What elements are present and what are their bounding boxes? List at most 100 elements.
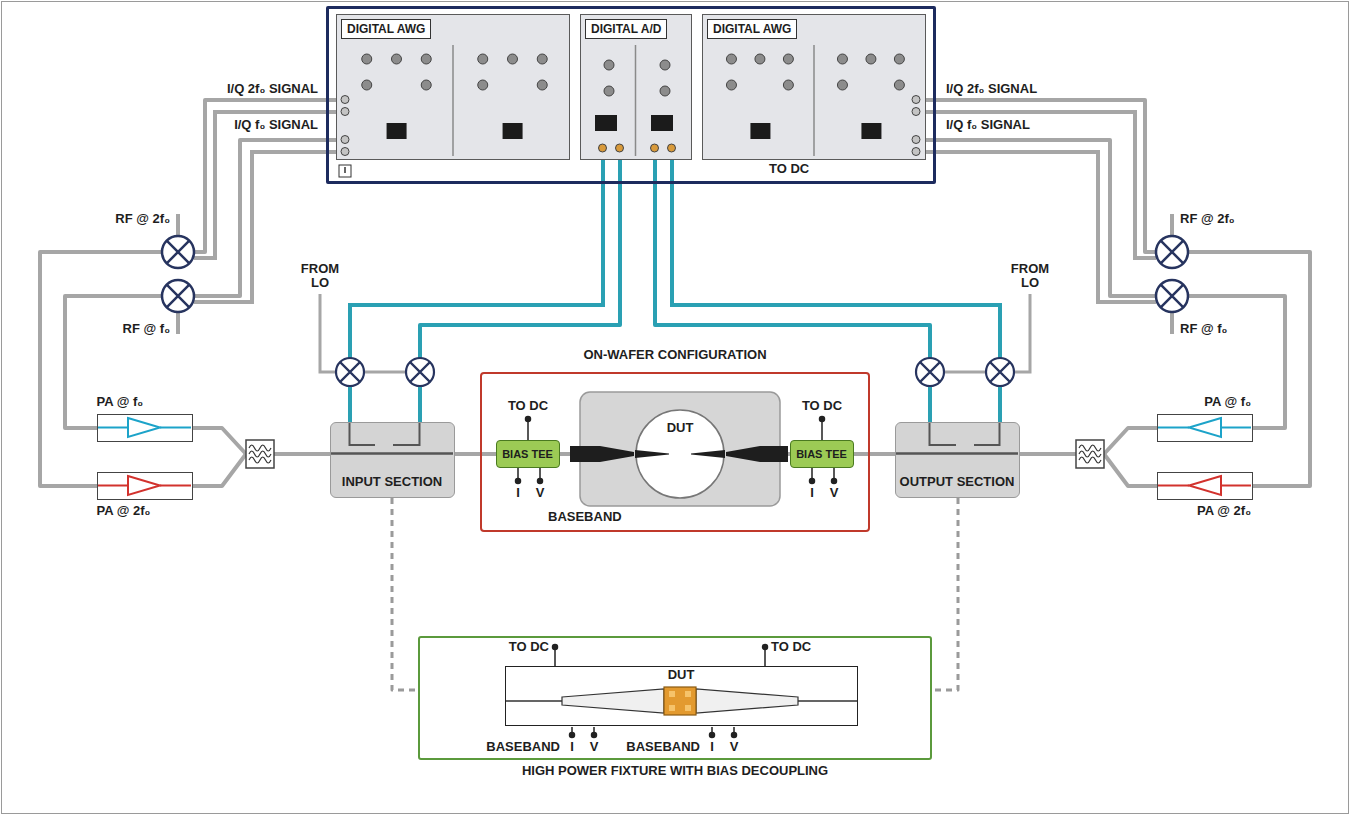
node-label: PA @ 2f₀ (97, 504, 151, 518)
rf-wire (854, 452, 895, 456)
front-panel (341, 108, 349, 116)
front-panel (726, 80, 736, 90)
fixture-board: DUT (505, 666, 858, 726)
front-panel (387, 123, 407, 139)
bias-tee: BIAS TEE (790, 440, 854, 468)
front-panel (507, 54, 517, 64)
lo-label: FROM LO (1007, 262, 1053, 290)
iq-wire (1170, 312, 1174, 334)
iq-wire (1170, 214, 1174, 236)
coupler-symbol (350, 423, 376, 445)
amplifier-symbol (98, 415, 191, 440)
front-panel (362, 54, 372, 64)
bias-terminal (592, 733, 597, 738)
amplifier-symbol (1158, 415, 1251, 440)
output-coupler-section: OUTPUT SECTION (895, 422, 1020, 498)
rf-wire (455, 452, 496, 456)
power-amplifier: PA @ 2f₀ (97, 472, 193, 500)
bias-terminal (516, 479, 521, 484)
node-label: DIGITAL AWG (707, 19, 797, 39)
power-switch (339, 165, 351, 177)
front-panel (391, 54, 401, 64)
front-panel (341, 148, 349, 156)
lo-wire (320, 294, 338, 372)
pin-label: I (570, 740, 574, 754)
lo-wire (1012, 294, 1030, 372)
front-panel (837, 54, 847, 64)
pin-label: I (516, 486, 520, 500)
node-label: PA @ 2f₀ (1158, 504, 1251, 518)
node-label: DUT (635, 421, 725, 435)
amplifier-symbol (128, 476, 160, 495)
amplifier-symbol (1158, 473, 1251, 498)
bias-terminal (732, 733, 737, 738)
diplexer-symbol (246, 440, 274, 468)
rf-wire (926, 140, 1285, 428)
pin-label: I (810, 486, 814, 500)
rf-label: RF @ 2f₀ (115, 212, 170, 226)
front-panel (861, 123, 881, 139)
node-label: PA @ f₀ (97, 395, 144, 409)
power-amplifier: PA @ 2f₀ (1157, 472, 1253, 500)
pin-label: V (536, 486, 545, 500)
front-panel (452, 45, 454, 156)
bias-terminal (810, 479, 815, 484)
lo-wire (942, 371, 988, 374)
if-wire (350, 160, 603, 422)
diplexer-symbol (1076, 440, 1104, 468)
mixer-symbol (406, 358, 434, 386)
iq-wire (194, 112, 336, 258)
signal-label: I/Q 2f₀ SIGNAL (946, 82, 1037, 96)
node-label: DIGITAL A/D (585, 19, 667, 39)
bias-label: TO DC (509, 640, 549, 654)
iq-wire (926, 152, 1156, 302)
coupler-symbol (393, 423, 420, 445)
front-panel (341, 96, 349, 104)
mixer-symbol (162, 236, 194, 268)
front-panel (660, 60, 670, 70)
front-panel (599, 144, 607, 152)
mixer-symbol (162, 280, 194, 312)
awg-module: DIGITAL AWG (336, 14, 570, 160)
rf-probe (570, 446, 634, 462)
front-panel (912, 148, 920, 156)
bias-terminal (820, 417, 825, 422)
alternate-path (392, 498, 418, 690)
rf-probe (726, 446, 788, 462)
front-panel (341, 136, 349, 144)
node-label: BIAS TEE (497, 448, 558, 460)
front-panel (755, 54, 765, 64)
front-panel (537, 54, 547, 64)
amplifier-symbol (128, 418, 160, 437)
baseband-label: BASEBAND (548, 510, 622, 524)
packaged-transistor (669, 705, 675, 711)
alternate-path (932, 498, 958, 690)
front-panel (651, 115, 673, 131)
front-panel (660, 86, 670, 96)
lo-label: FROM LO (297, 262, 343, 290)
packaged-transistor (669, 691, 675, 697)
front-panel (478, 80, 488, 90)
node-label: ON-WAFER CONFIGURATION (482, 348, 868, 362)
front-panel (726, 54, 736, 64)
iq-wire (176, 214, 180, 236)
wafer-circle (691, 450, 725, 458)
front-panel (912, 108, 920, 116)
packaged-transistor (685, 691, 691, 697)
bias-label: TO DC (802, 399, 842, 413)
node-label: BIAS TEE (791, 448, 852, 460)
front-panel (894, 80, 904, 90)
front-panel (537, 80, 547, 90)
node-label: DUT (506, 668, 856, 682)
front-panel (635, 45, 637, 156)
signal-label: I/Q 2f₀ SIGNAL (227, 82, 318, 96)
bias-label: TO DC (508, 399, 548, 413)
bias-terminal (763, 645, 768, 650)
coupler-symbol (331, 452, 453, 455)
baseband-label: BASEBAND (486, 740, 560, 754)
rf-label: RF @ f₀ (123, 322, 170, 336)
coupler-symbol (930, 423, 957, 445)
wafer-circle (636, 410, 724, 498)
mixer-symbol (1156, 280, 1188, 312)
power-amplifier: PA @ f₀ (1157, 414, 1253, 442)
